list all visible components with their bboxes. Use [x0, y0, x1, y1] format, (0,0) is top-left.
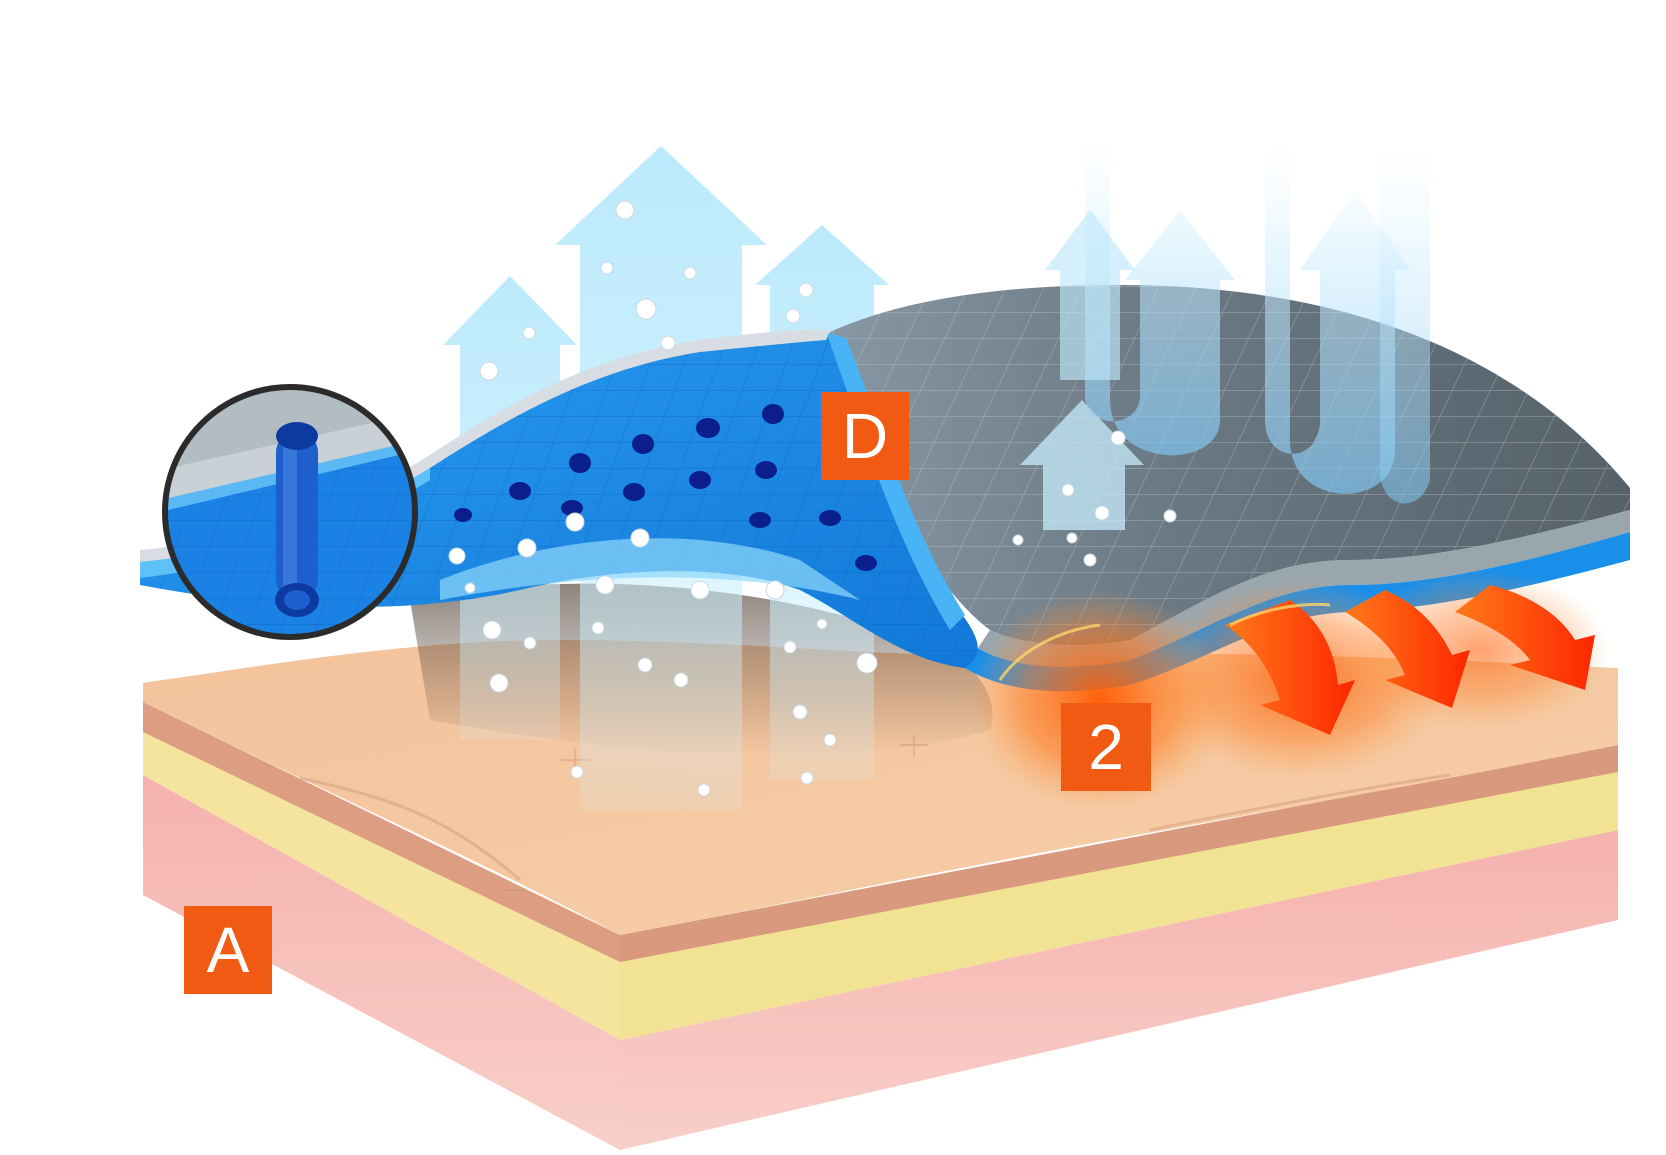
vapor-arrow-icon	[1380, 120, 1430, 504]
vapor-arrow-icon	[1265, 120, 1410, 494]
vapor-arrow-icon	[1085, 120, 1235, 456]
vapor-arrow-icon	[1045, 210, 1135, 380]
vapor-bubbles	[448, 200, 1177, 797]
heat-arrow-icon	[1225, 600, 1355, 735]
membrane-pores	[454, 404, 877, 571]
pore-detail-icon	[162, 384, 418, 640]
heat-arrow-icon	[1455, 585, 1595, 690]
heat-arrows	[970, 570, 1610, 810]
label-a-marker: A	[184, 906, 272, 994]
label-d-marker: D	[821, 392, 909, 480]
heat-arrow-icon	[1345, 590, 1470, 708]
label-2-marker: 2	[1061, 703, 1151, 791]
